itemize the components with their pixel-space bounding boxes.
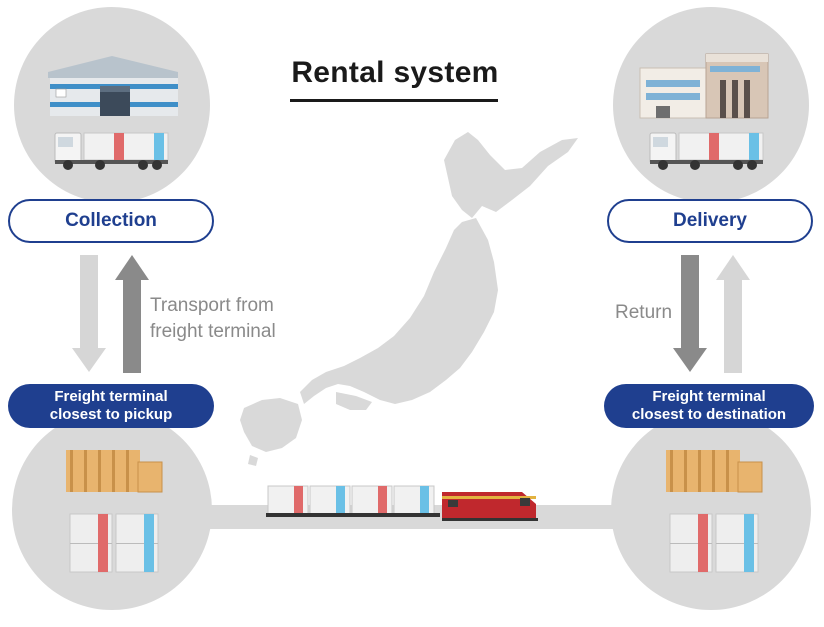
collection-label: Collection — [8, 199, 214, 243]
arrow-down-light-icon — [72, 255, 106, 372]
cardboard-box-icon — [666, 450, 763, 493]
cardboard-box-icon — [66, 450, 163, 493]
delivery-label: Delivery — [607, 199, 813, 243]
arrow-up-dark-icon — [115, 255, 149, 373]
warehouse-icon — [48, 56, 178, 116]
destination-terminal-line1: Freight terminal — [652, 388, 766, 405]
destination-terminal-circle — [611, 410, 811, 610]
transport-note: Transport from freight terminal — [150, 293, 276, 345]
pickup-terminal-line2: closest to pickup — [49, 406, 173, 423]
factory-icon — [639, 53, 769, 119]
return-note: Return — [615, 302, 673, 323]
title-underline — [290, 99, 498, 102]
page-title: Rental system — [291, 56, 499, 89]
arrow-down-dark-icon — [673, 255, 707, 372]
pickup-terminal-line1: Freight terminal — [54, 388, 168, 405]
transport-note-line2: freight terminal — [150, 321, 276, 342]
japan-map-icon — [240, 132, 578, 466]
truck-icon — [54, 132, 169, 170]
arrow-up-light-icon — [716, 255, 750, 373]
destination-terminal-line2: closest to destination — [631, 406, 787, 423]
freight-train-icon — [266, 485, 538, 521]
truck-icon — [649, 132, 764, 170]
container-stack-icon — [669, 513, 759, 573]
pickup-terminal-circle — [12, 410, 212, 610]
container-stack-icon — [69, 513, 159, 573]
transport-note-line1: Transport from — [150, 295, 274, 316]
